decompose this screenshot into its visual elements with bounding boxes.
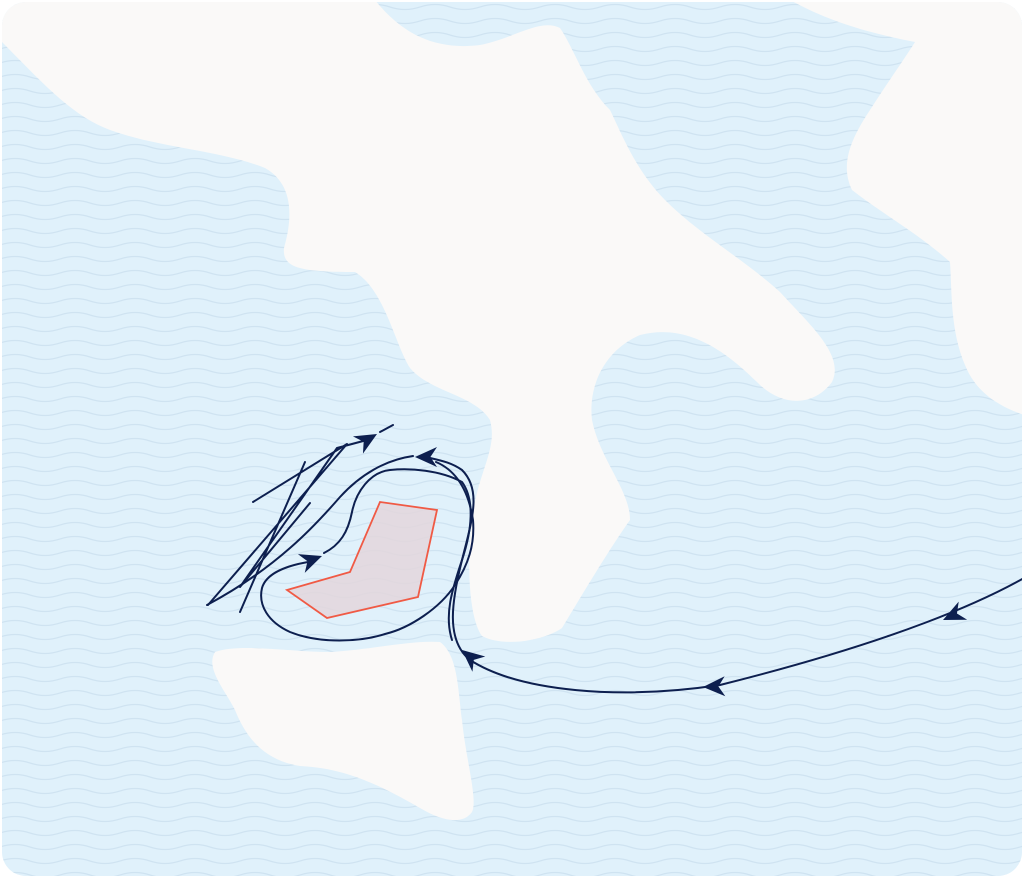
landmass-peninsula	[2, 2, 835, 642]
direction-arrow-icon	[703, 676, 726, 697]
direction-arrow-icon	[415, 447, 437, 467]
highlighted-zone[interactable]	[284, 501, 439, 619]
direction-arrow-icon	[462, 650, 486, 672]
direction-arrow-icon	[352, 434, 377, 454]
route-zigzag[interactable]	[207, 439, 368, 613]
direction-arrow-icon	[297, 554, 322, 573]
direction-arrow-icon	[943, 601, 968, 620]
route-loop-outer[interactable]	[260, 461, 475, 642]
route-approach[interactable]	[429, 457, 1024, 694]
route-exit-curve[interactable]	[206, 455, 414, 606]
landmass-east	[790, 2, 1022, 415]
route-exit-dash[interactable]	[379, 424, 394, 433]
route-loop-inner[interactable]	[323, 468, 472, 641]
landmass-island	[212, 641, 474, 821]
